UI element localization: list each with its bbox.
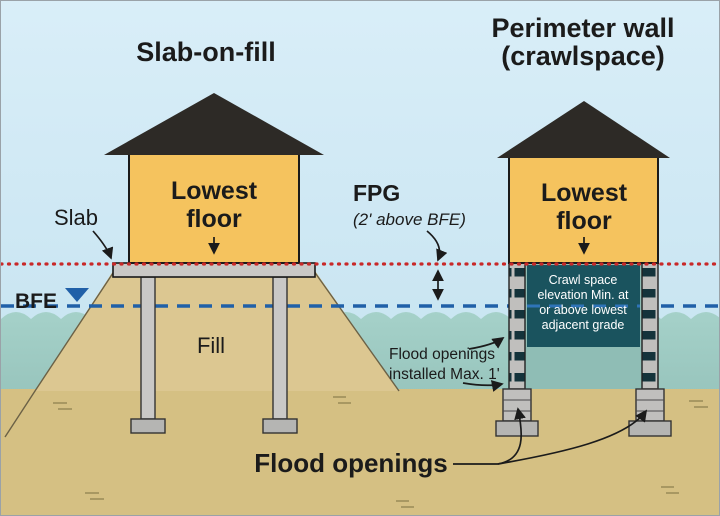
crawl-note-line-3: or above lowest <box>539 303 627 317</box>
right-footing-1 <box>495 420 539 437</box>
fill-mound <box>35 265 399 391</box>
right-structure: Crawl space elevation Min. at or above l… <box>495 101 672 437</box>
bfe-water-surface-icon <box>65 288 89 302</box>
sand-texture-marks <box>53 396 708 508</box>
left-pier-column-2 <box>272 276 288 420</box>
right-lowest-floor-label: Lowest <box>541 179 628 207</box>
flood-openings-arrow-right-wall <box>497 409 648 465</box>
bfe-label: BFE <box>15 290 57 313</box>
slab-label: Slab <box>54 205 98 230</box>
openings-note-arrow-1 <box>468 336 505 350</box>
left-house-roof <box>104 93 324 155</box>
right-pier-1 <box>502 388 532 422</box>
openings-note-line-2: installed Max. 1' <box>389 366 500 383</box>
fpg-label: FPG <box>353 180 400 206</box>
left-pier-column-1 <box>140 276 156 420</box>
fpg-note: (2' above BFE) <box>353 210 466 229</box>
crawlspace-right-wall-flood-openings <box>641 262 659 390</box>
right-footing-2 <box>628 420 672 437</box>
right-pier-2 <box>635 388 665 422</box>
crawl-note-line-2: elevation Min. at <box>537 288 629 302</box>
right-house-roof <box>497 101 670 158</box>
sand-ground <box>1 389 719 515</box>
crawl-note-line-1: Crawl space <box>549 273 618 287</box>
fill-label: Fill <box>197 333 225 358</box>
flood-openings-label: Flood openings <box>254 448 448 478</box>
right-title-line-2: (crawlspace) <box>501 41 665 71</box>
right-lowest-floor-label-2: floor <box>556 207 612 235</box>
left-lowest-floor-label-2: floor <box>186 205 242 233</box>
left-structure: Lowest floor <box>104 93 324 434</box>
fill-mound-slope-lines <box>4 266 400 438</box>
crawl-note-line-4: adjacent grade <box>542 318 625 332</box>
crawlspace-left-wall-flood-openings <box>508 262 526 390</box>
left-lowest-floor-label: Lowest <box>171 177 258 205</box>
left-footing-1 <box>130 418 166 434</box>
fpg-pointer-arrow <box>426 230 448 262</box>
slab-arrow <box>92 230 114 260</box>
openings-note-line-1: Flood openings <box>389 346 495 363</box>
left-footing-2 <box>262 418 298 434</box>
openings-note-arrow-2 <box>462 380 504 392</box>
left-title: Slab-on-fill <box>136 37 275 67</box>
right-title-line-1: Perimeter wall <box>491 13 674 43</box>
